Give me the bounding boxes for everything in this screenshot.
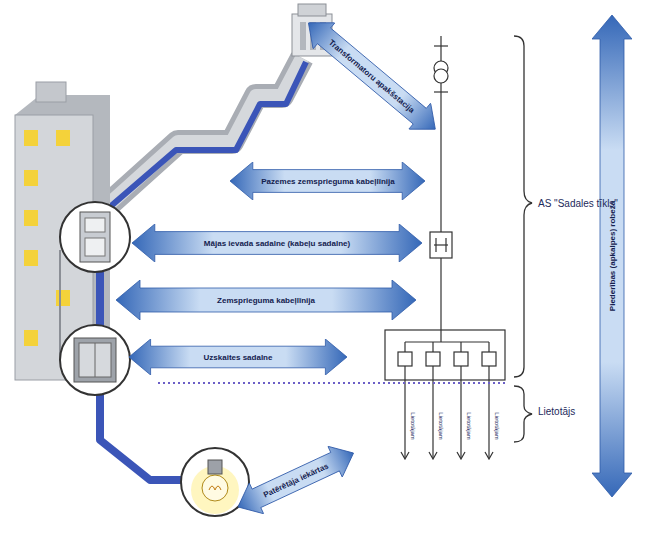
brace [514, 36, 532, 377]
double-arrow-band: Transformatoru apakšstacija [298, 10, 447, 143]
brace [514, 386, 532, 442]
double-arrow-band: Patērētāja iekārtas [231, 438, 361, 523]
arrow-label: Piederības (apkalpes) robeža [608, 15, 617, 497]
double-arrow-band: Pazemes zemsprieguma kabeļlīnija [230, 162, 425, 200]
outlet-label: Lietotājam [410, 412, 416, 440]
double-arrow-band: Zemsprieguma kabeļlīnija [116, 280, 416, 320]
bracket-label: Lietotājs [538, 406, 575, 417]
arrow-outline [231, 438, 361, 523]
arrow-label: Mājas ievada sadalne (kabeļu sadalne) [132, 239, 422, 248]
double-arrow-band: Uzskaites sadalne [129, 339, 347, 375]
entry-panel-callout [60, 202, 130, 272]
wire [59, 250, 61, 360]
arrow-outline [132, 224, 422, 262]
bracket-label: AS "Sadales tīkls" [538, 198, 618, 209]
arrow-outline [129, 339, 347, 375]
boundary-line [158, 382, 508, 384]
arrow-label: Uzskaites sadalne [129, 353, 347, 362]
arrow-outline [116, 280, 416, 320]
arrow-outline [592, 15, 632, 497]
arrow-label: Pazemes zemsprieguma kabeļlīnija [230, 177, 425, 186]
meter-cabinet-callout [60, 325, 130, 395]
arrow-outline [230, 162, 425, 200]
double-arrow-band: Piederības (apkalpes) robeža [592, 15, 632, 497]
outlet-label: Lietotājam [466, 412, 472, 440]
double-arrow-band: Mājas ievada sadalne (kabeļu sadalne) [132, 224, 422, 262]
outlet-label: Lietotājam [438, 412, 444, 440]
arrow-label: Patērētāja iekārtas [236, 449, 355, 511]
arrow-outline [298, 10, 447, 143]
arrow-label: Zemsprieguma kabeļlīnija [116, 296, 416, 305]
outlet-label: Lietotājam [494, 412, 500, 440]
arrow-label: Transformatoru apakšstacija [306, 19, 439, 132]
